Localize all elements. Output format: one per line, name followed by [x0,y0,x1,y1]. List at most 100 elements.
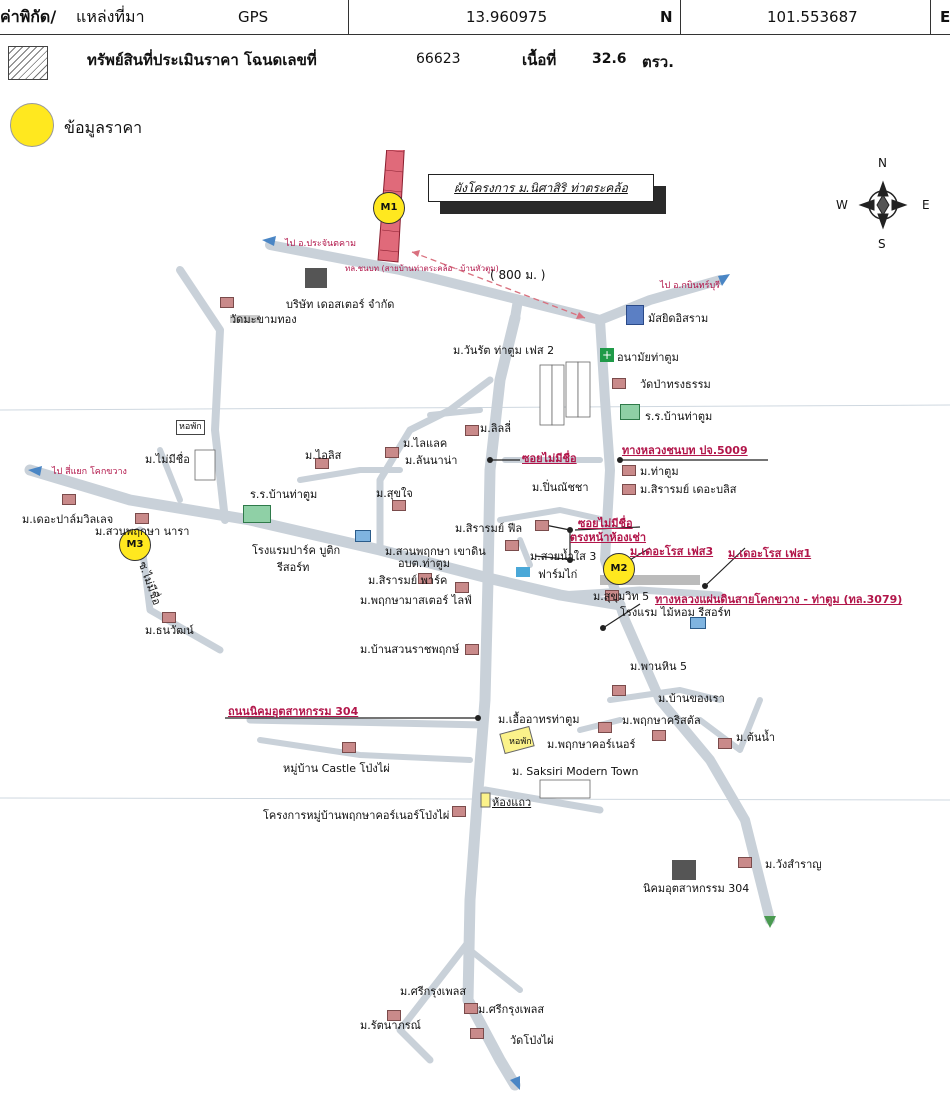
label-soi-no-name: ซอยไม่มีชื่อ [522,452,577,465]
longitude-value: 101.553687 [767,8,858,26]
house-icon [598,722,612,733]
label-soi-rorya: ตรงหน้าห้องเช่า [570,531,647,544]
map-roads [0,150,950,1091]
divider [348,0,349,34]
label-lily: ม.ลิลลี่ [480,422,511,435]
house-icon [622,465,636,476]
area-unit: ตรว. [642,53,674,71]
price-marker-m3[interactable]: M3 [119,529,151,561]
house-icon [135,513,149,524]
asset-row: ทรัพย์สินที่ประเมินราคา โฉนดเลขที่ 66623… [0,44,950,78]
hotel-icon [690,617,706,629]
project-title: ผังโครงการ ม.นิศาสิริ ท่าตระคล้อ [428,174,654,202]
label-wanrat: ม.วันรัต ท่าตูม เฟส 2 [453,344,555,357]
label-phruksa-project: โครงการหมู่บ้านพฤกษาคอร์เนอร์โป่งไผ่ [263,809,450,822]
label-dorm-2: หอพัก [509,737,532,747]
label-pailin: ม.ปิ่นณัชชา [532,481,589,494]
label-health: อนามัยท่าตูม [617,351,679,364]
house-icon [455,582,469,593]
legend-price-label: ข้อมูลราคา [64,118,143,137]
gps-label: GPS [238,8,269,26]
label-sukhumvit5: ม.สุขุมวิท 5 [593,590,650,603]
label-sirarom-park: ม.สิรารมย์ พาร์ค [368,574,448,587]
label-park-hotel: โรงแรมปาร์ค บูติก [252,544,341,557]
house-icon [605,590,619,601]
label-suan-rat: ม.บ้านสวนราชพฤกษ์ [360,643,460,656]
label-company: บริษัท เดอสเตอร์ จำกัด [286,298,395,311]
house-icon [652,730,666,741]
temple-icon [612,378,626,389]
label-phruksa-master: ม.พฤกษามาสเตอร์ ไลฟ์ [360,594,472,607]
label-industrial-road: ถนนนิคมอุตสาหกรรม 304 [228,705,359,718]
label-industrial-estate: นิคมอุตสาหกรรม 304 [643,882,750,895]
temple-icon [220,297,234,308]
label-the-rose-3: ม.เดอะโรส เฟส3 [630,545,714,558]
hotel-icon [355,530,371,542]
road-label-rural: ทล.ชนบท (สายบ้านท่าตระคล้อ - บ้านหัวตูม) [345,264,499,273]
label-hotel-maihom: โรงแรม ไม้หอม รีสอร์ท [620,606,731,619]
label-castle: หมู่บ้าน Castle โป่งไผ่ [283,762,390,775]
factory-icon [305,268,327,288]
label-wang-saran: ม.วังสำราญ [765,858,822,871]
label-the-rose-1: ม.เดอะโรส เฟส1 [728,547,812,560]
area-value: 32.6 [592,51,627,67]
factory-icon [672,860,696,880]
house-icon [387,1010,401,1021]
farm-icon [516,567,530,577]
label-wat-pa: วัดป่าทรงธรรม [640,378,711,391]
area-label: เนื้อที่ [522,51,557,69]
temple-icon [470,1028,484,1039]
deed-number: 66623 [416,51,461,67]
house-icon [465,644,479,655]
label-the-palm: ม.เดอะปาล์มวิลเลจ [22,513,114,526]
label-m-tatum: ม.ท่าตูม [640,465,679,478]
label-phruksa-ratchadol: ม.พฤกษาคริสตัล [622,714,701,727]
label-wat-makham: วัดมะขามทอง [230,313,297,326]
label-ailis: ม.ไอลิส [305,449,342,462]
compass-east: E [922,198,930,212]
house-icon [342,742,356,753]
house-icon [464,1003,478,1014]
label-mai-mi-chue: ม.ไม่มีชื่อ [145,453,190,466]
compass-west: W [836,198,848,212]
label-saksiri: ม. Saksiri Modern Town [512,765,639,778]
house-icon [622,484,636,495]
label-suai-nam: ม.สวยน้ำใส 3 [530,550,597,563]
road-label-to-prachinburi: ไป อ.ประจันตคาม [285,239,357,249]
price-marker-m2[interactable]: M2 [603,553,635,585]
label-school-tatum: ร.ร.บ้านท่าตูม [645,410,713,423]
house-icon [162,612,176,623]
label-wat-pongphai: วัดโป่งไผ่ [510,1034,554,1047]
price-marker-m1[interactable]: M1 [373,192,405,224]
distance-note: ( 800 ม. ) [490,268,546,282]
label-ton-nam: ม.ต้นน้ำ [736,731,776,744]
label-phanhin: ม.พานหิน 5 [630,660,687,673]
label-school-2: ร.ร.บ้านท่าตูม [250,488,318,501]
asset-hatch-swatch [8,46,48,80]
house-icon [385,447,399,458]
house-icon [535,520,549,531]
label-chonwat: ม.ธนวัฒน์ [145,624,194,637]
label-mosque: มัสยิดอิสราม [648,312,709,325]
compass-north: N [878,156,887,170]
label-soi-no-name-2: ซอยไม่มีชื่อ [578,517,633,530]
label-sirarom-de: ม.สิรารมย์ เดอะบลิส [640,483,737,496]
asset-label: ทรัพย์สินที่ประเมินราคา โฉนดเลขที่ [87,51,317,69]
health-center-icon: + [600,348,614,362]
label-ratana: ม.รัตนาภรณ์ [360,1019,421,1032]
label-laelek: ม.ไลแลค [403,437,448,450]
label-obt: อบต.ท่าตูม [398,557,451,570]
latitude-value: 13.960975 [466,8,548,26]
coordinate-header: ค่าพิกัด/ แหล่งที่มา GPS 13.960975 N 101… [0,0,950,35]
house-icon [612,685,626,696]
house-icon [465,425,479,436]
label-euathon: ม.เอื้ออาทรท่าตูม [498,713,580,726]
compass-south: S [878,237,886,251]
source-label: แหล่งที่มา [76,7,145,26]
house-icon [315,458,329,469]
mosque-icon [626,305,644,325]
school-icon [620,404,640,420]
label-lanna: ม.ลันนาน่า [405,454,458,467]
label-suan-kadin: ม.สวนพฤกษา เขาดิน [385,545,486,558]
label-sirarom-feel: ม.สิรารมย์ ฟีล [455,522,523,535]
